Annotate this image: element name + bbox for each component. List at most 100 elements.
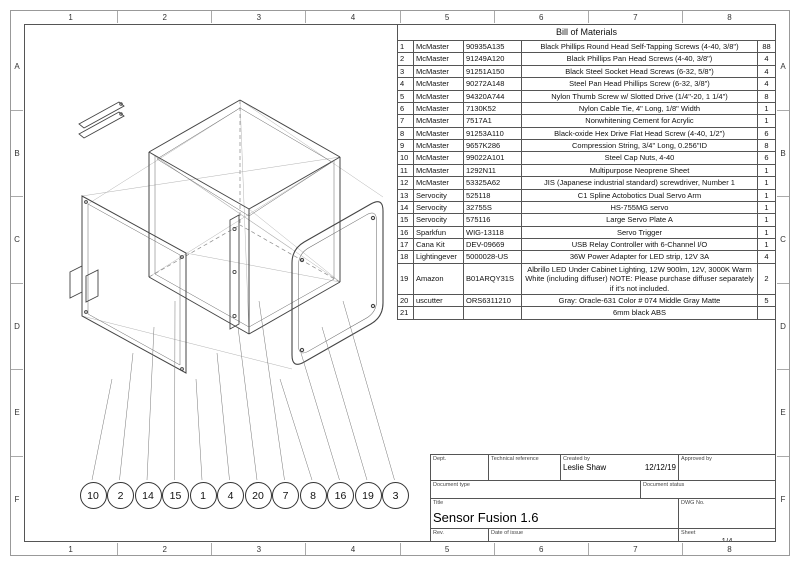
bom-cell-no: 12 (397, 176, 414, 190)
grid-ref-label: 7 (587, 11, 682, 23)
bom-cell-no: 18 (397, 250, 414, 264)
bom-cell-part: 90935A135 (463, 39, 522, 54)
bom-cell-no: 4 (397, 77, 414, 91)
bom-cell-part: 91249A120 (463, 52, 522, 66)
bom-cell-desc: Large Servo Plate A (521, 213, 758, 227)
bom-cell-part: 32755S (463, 200, 522, 215)
dept-label: Dept. (433, 456, 447, 462)
bom-cell-desc: Servo Trigger (521, 225, 758, 240)
grid-ref-label: 1 (68, 12, 73, 22)
grid-ref-label: 2 (117, 543, 211, 555)
leader-line (300, 352, 340, 481)
bom-cell-no: 6 (397, 101, 414, 116)
drawing-title: Sensor Fusion 1.6 (433, 510, 539, 525)
leader-line (174, 300, 176, 481)
bom-cell-no: 14 (397, 200, 414, 215)
door-panel (291, 201, 384, 365)
bom-cell-part: 9657K286 (463, 138, 522, 153)
grid-ref-label: 3 (211, 11, 305, 23)
title-label: Title (433, 500, 444, 506)
bom-cell-part: DEV-09669 (463, 237, 522, 252)
grid-ref-label: 5 (399, 543, 494, 555)
sheet-number: 1/4 (681, 537, 773, 541)
date-of-issue-label: Date of issue (491, 530, 524, 536)
bom-cell-qty: 4 (756, 64, 777, 79)
bom-cell-desc: Steel Pan Head Phillips Screw (6-32, 3/8… (521, 77, 758, 91)
bom-cell-vendor: McMaster (413, 114, 464, 128)
grid-ref-label: 8 (681, 11, 776, 23)
leader-line (91, 378, 113, 481)
bom-cell-part: 525118 (463, 188, 522, 202)
bom-cell-vendor: Lightingever (413, 250, 464, 264)
bom-cell-part (463, 306, 522, 320)
bom-cell-vendor: McMaster (413, 163, 464, 178)
bom-cell-qty: 1 (756, 188, 777, 202)
bom-cell-desc: Steel Cap Nuts, 4-40 (521, 151, 758, 165)
grid-ref-label: 6 (493, 543, 588, 555)
leader-line (119, 352, 134, 481)
bom-cell-qty: 1 (756, 114, 777, 128)
bom-cell-vendor: McMaster (413, 151, 464, 165)
bom-cell-desc: Black Steel Socket Head Screws (6-32, 5/… (521, 64, 758, 79)
bom-cell-part: WIG-13118 (463, 225, 522, 240)
bom-cell-vendor: Servocity (413, 200, 464, 215)
grid-ref-label: B (777, 109, 789, 197)
bom-cell-no: 19 (397, 262, 414, 295)
technical-reference-label: Technical reference (491, 456, 539, 462)
bom-cell-qty (756, 306, 777, 320)
leader-line (216, 352, 230, 481)
grid-ref-label: F (777, 455, 789, 543)
bom-cell-desc: Multipurpose Neoprene Sheet (521, 163, 758, 178)
enclosure-box (148, 99, 341, 335)
hidden-edges (148, 100, 341, 283)
dwg-no-label: DWG No. (681, 500, 705, 506)
leader-line (258, 300, 285, 481)
bom-cell-desc: 6mm black ABS (521, 306, 758, 320)
title-block: Dept. Technical reference Created by Les… (430, 454, 776, 542)
grid-ref-label: 4 (305, 543, 399, 555)
grid-ref-label: 8 (681, 543, 776, 555)
bom-cell-qty: 8 (756, 89, 777, 103)
grid-ref-label: 7 (587, 543, 682, 555)
grid-ref-label: 1 (68, 544, 73, 554)
bom-cell-no: 2 (397, 52, 414, 66)
created-date-value: 12/12/19 (644, 463, 676, 472)
bom-cell-desc: Black Phillips Pan Head Screws (4-40, 3/… (521, 52, 758, 66)
grid-ref-label: 6 (493, 11, 588, 23)
bom-cell-qty: 4 (756, 77, 777, 91)
leader-line (342, 300, 395, 481)
bom-cell-qty: 4 (756, 52, 777, 66)
bom-cell-no: 11 (397, 163, 414, 178)
document-status-label: Document status (643, 482, 685, 488)
bom-cell-desc: Black-oxide Hex Drive Flat Head Screw (4… (521, 126, 758, 141)
leader-line (195, 378, 203, 481)
grid-ref-label: C (777, 196, 789, 283)
bom-cell-no: 1 (397, 39, 414, 54)
bom-cell-no: 16 (397, 225, 414, 240)
bom-cell-vendor: McMaster (413, 138, 464, 153)
grid-ref-label: A (780, 62, 786, 72)
bom-cell-part: 575116 (463, 213, 522, 227)
bom-cell-qty: 1 (756, 163, 777, 178)
bom-cell-vendor: McMaster (413, 126, 464, 141)
bom-cell-desc: Albrillo LED Under Cabinet Lighting, 12W… (521, 262, 758, 295)
bom-cell-vendor: McMaster (413, 77, 464, 91)
grid-ref-label: C (11, 196, 23, 283)
bom-cell-desc: JIS (Japanese industrial standard) screw… (521, 176, 758, 190)
bom-cell-no: 9 (397, 138, 414, 153)
